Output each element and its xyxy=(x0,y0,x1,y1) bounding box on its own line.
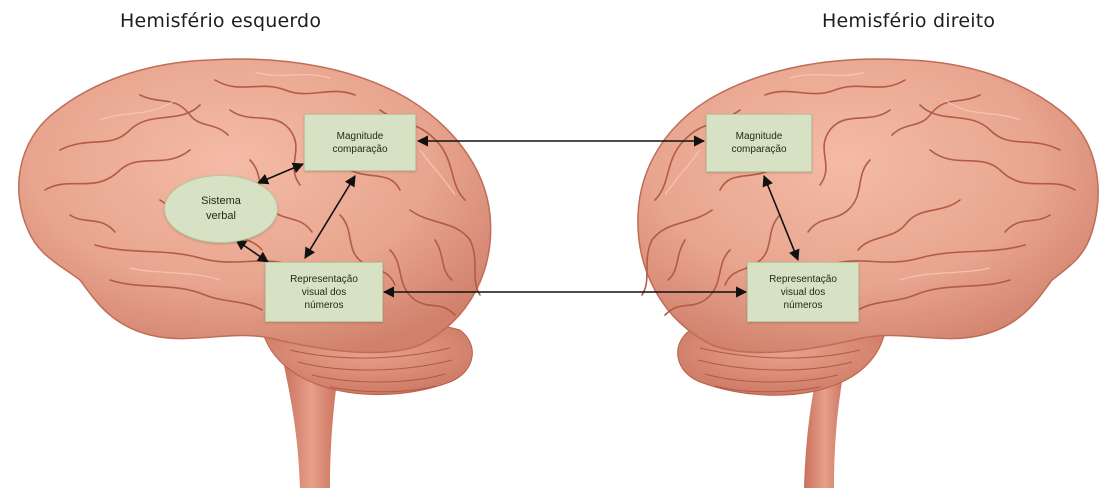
right-cerebrum xyxy=(638,59,1098,353)
left-magnitude-line-2: comparação xyxy=(332,143,387,156)
left-verbal-line-2: verbal xyxy=(201,209,241,224)
left-verbal-node: Sistema verbal xyxy=(164,175,278,243)
right-magnitude-line-1: Magnitude xyxy=(731,130,786,143)
right-magnitude-line-2: comparação xyxy=(731,143,786,156)
left-visual-line-2: visual dos xyxy=(290,286,358,299)
left-visual-line-3: números xyxy=(290,299,358,312)
right-visual-line-2: visual dos xyxy=(769,286,837,299)
left-magnitude-line-1: Magnitude xyxy=(332,130,387,143)
title-left-hemisphere: Hemisfério esquerdo xyxy=(120,10,321,32)
left-visual-node: Representação visual dos números xyxy=(265,262,383,322)
left-brain-illustration xyxy=(19,59,491,488)
right-magnitude-node: Magnitude comparação xyxy=(706,114,812,172)
title-right-hemisphere: Hemisfério direito xyxy=(822,10,995,32)
right-visual-line-1: Representação xyxy=(769,273,837,286)
right-visual-line-3: números xyxy=(769,299,837,312)
left-magnitude-node: Magnitude comparação xyxy=(304,114,416,171)
right-visual-node: Representação visual dos números xyxy=(747,262,859,322)
left-verbal-line-1: Sistema xyxy=(201,194,241,209)
left-visual-line-1: Representação xyxy=(290,273,358,286)
